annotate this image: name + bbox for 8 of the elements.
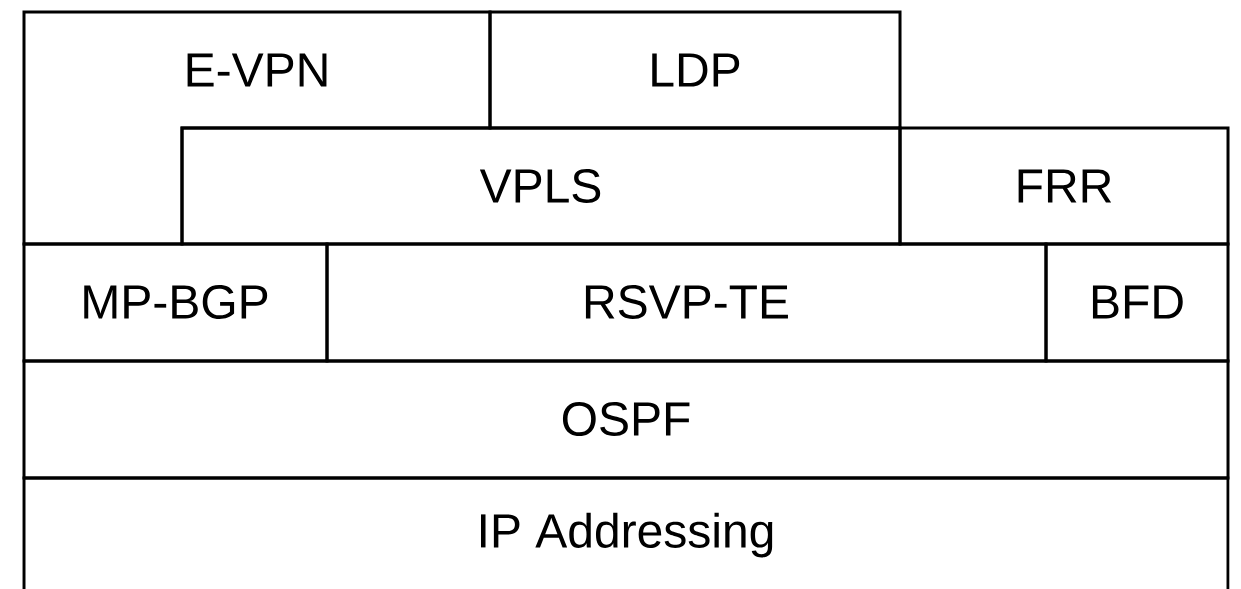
layer-box: LDP: [488, 10, 902, 130]
layer-box: VPLS: [180, 126, 902, 246]
layer-box: FRR: [898, 126, 1230, 246]
layer-box: BFD: [1044, 242, 1230, 363]
layer-box: MP-BGP: [22, 242, 329, 363]
layer-box: OSPF: [22, 359, 1230, 480]
layer-box: IP Addressing: [22, 476, 1230, 589]
layer-box: RSVP-TE: [325, 242, 1048, 363]
